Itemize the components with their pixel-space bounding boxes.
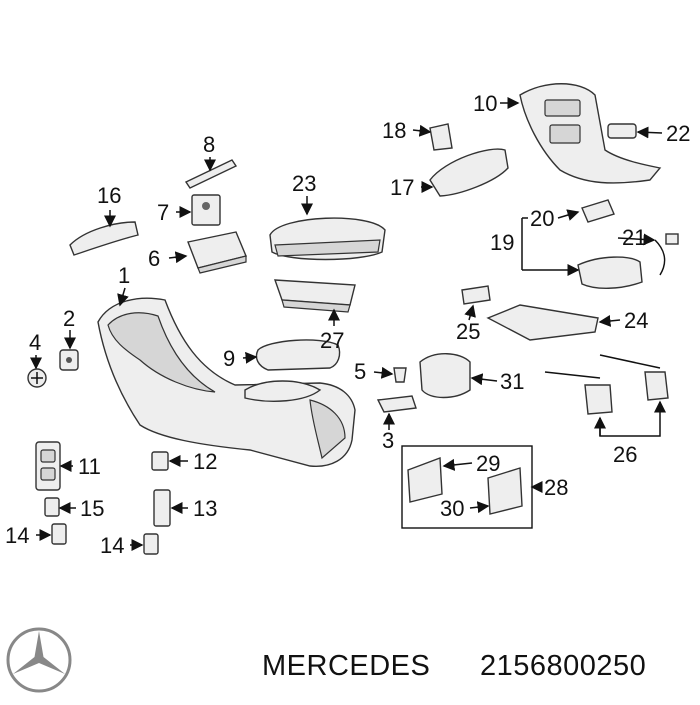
part-screw-5 [393,367,407,383]
callout-23: 23 [292,171,316,196]
mercedes-star-icon [6,627,72,693]
part-armrest-lid-23 [269,217,386,261]
callout-22: 22 [666,121,690,146]
callout-15: 15 [80,496,104,521]
part-tray-27 [273,279,356,313]
part-switch-20 [581,199,615,223]
part-bracket-3 [376,395,417,413]
part-control-unit-19 [577,256,643,289]
callout-21: 21 [622,225,646,250]
part-switch-block-6 [187,231,247,274]
part-switch-11 [35,441,61,491]
callout-5: 5 [354,359,366,384]
callout-12: 12 [193,449,217,474]
callout-14b: 14 [100,533,124,558]
part-bracket-18 [429,123,453,151]
callout-26: 26 [613,442,637,467]
brand-name: MERCEDES [262,650,430,682]
part-cover-31 [419,353,471,399]
part-switch-14b [143,533,159,555]
callout-24: 24 [624,308,648,333]
part-latch-25 [461,285,491,305]
callout-28: 28 [544,475,568,500]
part-switch-14a [51,523,67,545]
callout-10: 10 [473,91,497,116]
callout-4: 4 [29,330,41,355]
part-harness-21 [654,233,679,276]
part-push-pin [27,368,47,388]
callout-18: 18 [382,118,406,143]
callout-30: 30 [440,496,464,521]
part-number: 2156800250 [480,650,646,682]
callout-1: 1 [118,263,130,288]
callout-27: 27 [320,328,344,353]
part-center-panel-10 [519,83,662,184]
part-switch-15 [44,497,60,517]
callout-9: 9 [223,346,235,371]
callout-29: 29 [476,451,500,476]
callout-25: 25 [456,319,480,344]
part-hinge-26 [544,354,669,415]
callout-31: 31 [500,369,524,394]
callout-13: 13 [193,496,217,521]
leader-lines [30,97,666,551]
part-trim-16 [69,221,139,256]
part-bin-17 [429,148,509,197]
callout-3: 3 [382,428,394,453]
callout-6: 6 [148,246,160,271]
part-console-body [97,297,356,467]
callout-16: 16 [97,183,121,208]
callout-11: 11 [78,454,101,479]
part-group-28 [401,445,533,529]
part-clip [59,349,79,371]
callout-8: 8 [203,132,215,157]
callout-17: 17 [390,175,414,200]
callout-2: 2 [63,306,75,331]
callout-20: 20 [530,206,554,231]
part-lid-pad-9 [255,339,341,371]
callout-14a: 14 [5,523,29,548]
part-panel-24 [486,304,599,341]
part-switch-7 [191,194,221,226]
callout-7: 7 [157,200,169,225]
part-switch-22 [607,123,637,139]
part-switch-13 [153,489,171,527]
part-strip-8 [184,159,238,189]
callout-19: 19 [490,230,514,255]
part-switch-12 [151,451,169,471]
